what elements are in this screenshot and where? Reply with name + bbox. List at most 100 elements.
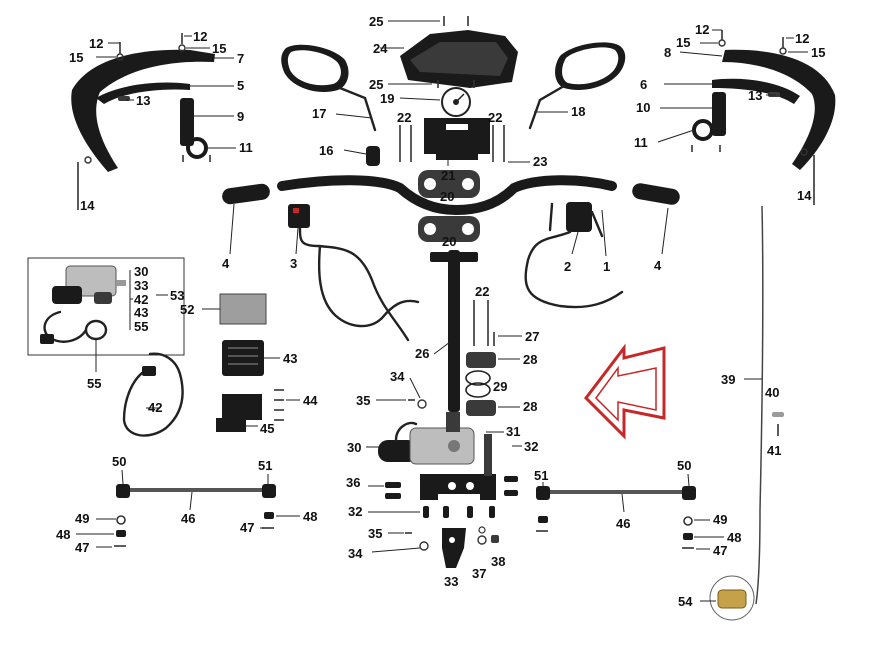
callout-21: 21 <box>441 168 455 183</box>
right-mirror-glass <box>562 47 619 85</box>
bolt-36-a <box>385 482 401 488</box>
callout-29: 29 <box>493 379 507 394</box>
callout-35-lower: 35 <box>368 526 382 541</box>
bolt-32-right-a <box>504 476 518 482</box>
ignition-coil-loop <box>84 319 108 341</box>
right-clamp-ring <box>692 119 714 141</box>
cotter-34-upper <box>417 399 427 409</box>
callout-32-right: 32 <box>524 439 538 454</box>
bolt-32-low-c <box>467 506 473 518</box>
callout-33-inset: 33 <box>134 278 148 293</box>
washer-15-top-left-2 <box>178 44 186 52</box>
callout-44: 44 <box>303 393 318 408</box>
callout-25-top: 25 <box>369 14 383 29</box>
callout-37: 37 <box>472 566 486 581</box>
callout-35-upper: 35 <box>356 393 370 408</box>
callout-19: 19 <box>380 91 394 106</box>
steering-column-top <box>430 252 478 262</box>
callout-52: 52 <box>180 302 194 317</box>
callout-25-mid: 25 <box>369 77 383 92</box>
wiring-harness <box>122 352 184 437</box>
callout-17: 17 <box>312 106 326 121</box>
mount-plate-bracket <box>484 434 492 476</box>
right-throttle-lever <box>590 210 604 238</box>
callout-47-left-inner: 47 <box>240 520 254 535</box>
callout-27: 27 <box>525 329 539 344</box>
right-mirror-stem <box>528 84 566 130</box>
callout-26: 26 <box>415 346 429 361</box>
column-bearing-upper <box>465 370 491 386</box>
handlebar <box>277 175 617 216</box>
callout-4-right: 4 <box>654 258 662 273</box>
left-switch-harness <box>298 226 410 342</box>
mounting-bracket <box>424 118 490 160</box>
callout-55-coil: 55 <box>87 376 101 391</box>
callout-22-column: 22 <box>475 284 489 299</box>
callout-16: 16 <box>319 143 333 158</box>
callout-6: 6 <box>640 77 647 92</box>
callout-49-left: 49 <box>75 511 89 526</box>
right-guard-brace <box>712 78 800 104</box>
callout-40: 40 <box>765 385 779 400</box>
callout-14-left: 14 <box>80 198 95 213</box>
pitman-arm <box>442 528 466 568</box>
callout-36: 36 <box>346 475 360 490</box>
nut-38 <box>491 535 499 543</box>
right-tie-rod-end-inner <box>536 486 550 500</box>
speedometer-cable <box>755 205 764 605</box>
steering-gearbox-port <box>448 440 460 452</box>
bolt-32-low-d <box>489 506 495 518</box>
left-switch <box>288 204 310 228</box>
control-module-panel <box>219 293 267 325</box>
pitman-arm-hole <box>449 537 455 543</box>
callout-20-upper: 20 <box>440 189 454 204</box>
callout-41: 41 <box>767 443 781 458</box>
callout-34-upper: 34 <box>390 369 405 384</box>
riser-clamp-lower <box>418 216 480 242</box>
riser-clamp-upper-hole-left <box>424 178 436 190</box>
left-tie-rod-end-outer <box>116 484 130 498</box>
left-switch-harness-branch <box>317 244 420 328</box>
mirror-clamp <box>366 146 380 166</box>
left-hand-guard <box>71 49 215 172</box>
right-throttle <box>566 202 592 232</box>
nut-48-right <box>683 533 693 540</box>
left-switch-button <box>293 208 299 213</box>
callout-18: 18 <box>571 104 585 119</box>
callout-10: 10 <box>636 100 650 115</box>
callout-51-left: 51 <box>258 458 272 473</box>
washer-15-top-right-2 <box>779 47 787 55</box>
callout-38: 38 <box>491 554 505 569</box>
callout-4-left: 4 <box>222 256 230 271</box>
callout-8: 8 <box>664 45 671 60</box>
callout-12-top-left: 12 <box>89 36 103 51</box>
nut-48-left-inner <box>264 512 274 519</box>
left-tie-rod-end-inner <box>262 484 276 498</box>
callout-7: 7 <box>237 51 244 66</box>
callout-47-left: 47 <box>75 540 89 555</box>
mount-plate-hole-a <box>448 482 456 490</box>
seat-lock <box>94 292 112 304</box>
right-throttle-cable <box>548 202 554 232</box>
inset-drive-gear-circle <box>709 575 755 621</box>
riser-clamp-upper-hole-right <box>462 178 474 190</box>
callout-9: 9 <box>237 109 244 124</box>
callout-13-left: 13 <box>136 93 150 108</box>
steering-column <box>448 250 460 412</box>
right-hand-guard <box>722 49 836 170</box>
callout-48-left-inner: 48 <box>303 509 317 524</box>
callout-31: 31 <box>506 424 520 439</box>
callout-42-harness: 42 <box>148 400 162 415</box>
washer-15-top-right <box>718 39 726 47</box>
column-bushing-upper <box>466 352 496 368</box>
washer-15-left-low <box>84 156 92 164</box>
washer-37 <box>477 535 487 545</box>
right-tie-rod-end-outer <box>682 486 696 500</box>
column-bushing-lower <box>466 400 496 416</box>
callout-15-top-left-2: 15 <box>212 41 226 56</box>
nut-48-right-inner <box>538 516 548 523</box>
callout-28-upper: 28 <box>523 352 537 367</box>
callout-2: 2 <box>564 259 571 274</box>
cable-connector-40 <box>772 412 784 417</box>
callout-28-lower: 28 <box>523 399 537 414</box>
